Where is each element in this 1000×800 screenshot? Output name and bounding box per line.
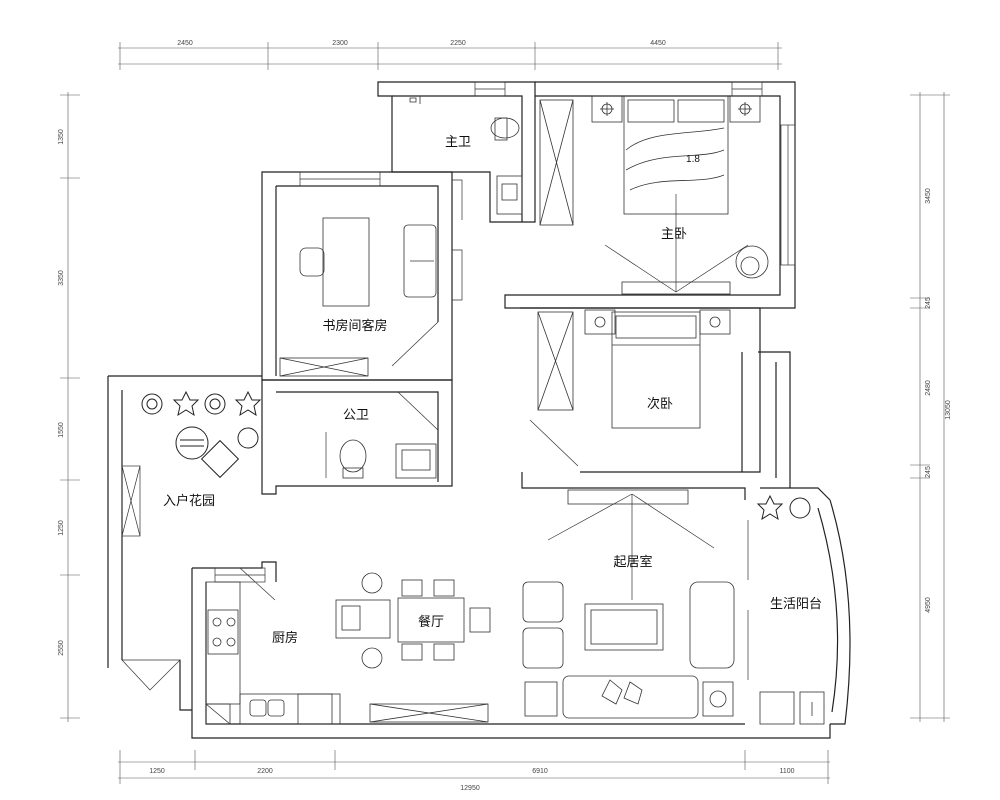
ottoman-icon xyxy=(522,581,564,623)
study-furniture xyxy=(299,217,437,307)
label-master-bath: 主卫 xyxy=(445,135,471,150)
bed-size-label: 1.8 xyxy=(686,154,700,165)
washer-icon xyxy=(759,691,795,725)
dim-top-1: 2450 xyxy=(177,40,193,47)
armchair-icon xyxy=(735,245,769,279)
dimension-text-right: 3450 245 2480 245 4950 13050 xyxy=(925,188,952,613)
dim-left-4: 1250 xyxy=(58,520,65,536)
wardrobes xyxy=(279,99,574,723)
desk-icon xyxy=(322,217,370,307)
public-bath-fixtures xyxy=(325,432,437,479)
dim-right-total: 13050 xyxy=(945,400,952,420)
dim-bottom-total: 12950 xyxy=(460,785,480,792)
sink-icon xyxy=(496,175,523,215)
coffee-table-icon xyxy=(584,603,664,651)
armchair-icon-2 xyxy=(689,581,735,669)
dimension-text-bottom: 1250 2200 6910 1100 12950 xyxy=(149,768,794,792)
stove-icon xyxy=(207,609,239,655)
label-master-bedroom: 主卧 xyxy=(661,227,687,242)
sofa-bed-icon xyxy=(403,224,437,298)
doors xyxy=(121,179,579,691)
windows xyxy=(121,81,796,583)
label-dining: 餐厅 xyxy=(418,614,444,630)
chair-icon xyxy=(299,247,325,277)
dimension-text-left: 1350 3350 1550 1250 2550 xyxy=(58,129,65,656)
dim-top-2: 2300 xyxy=(332,40,348,47)
nightstand-icon xyxy=(591,95,623,123)
dining-table-icon xyxy=(397,597,465,643)
dim-left-1: 1350 xyxy=(58,129,65,145)
dim-left-5: 2550 xyxy=(58,640,65,656)
dim-left-3: 1550 xyxy=(58,422,65,438)
label-second-bedroom: 次卧 xyxy=(647,396,673,412)
label-study: 书房间客房 xyxy=(322,318,387,334)
toilet-icon-2 xyxy=(339,439,367,473)
second-bedroom-furniture xyxy=(584,309,731,429)
water-heater-icon xyxy=(799,691,825,725)
dining-furniture xyxy=(335,572,491,669)
dimension-lines xyxy=(60,42,950,784)
sofa-icon xyxy=(562,675,699,719)
garden-plants xyxy=(141,390,811,521)
dim-left-2: 3350 xyxy=(58,270,65,286)
dim-bottom-2: 2200 xyxy=(257,768,273,775)
sink-icon-2 xyxy=(395,443,437,479)
phone-icon xyxy=(524,681,558,717)
island-sink-icon xyxy=(335,599,391,639)
dim-bottom-1: 1250 xyxy=(149,768,165,775)
dim-right-2: 245 xyxy=(925,297,932,309)
dim-bottom-3: 6910 xyxy=(532,768,548,775)
bed-icon-2 xyxy=(611,311,701,429)
label-public-bath: 公卫 xyxy=(343,408,369,423)
label-kitchen: 厨房 xyxy=(272,630,298,646)
dimension-text-top: 2450 2300 2250 4450 xyxy=(177,40,666,47)
room-labels: 主卫 主卧 书房间客房 公卫 次卧 入户花园 起居室 餐厅 厨房 生活阳台 xyxy=(163,135,822,646)
dim-right-4: 245 xyxy=(925,466,932,478)
walls xyxy=(107,81,851,739)
label-balcony: 生活阳台 xyxy=(770,597,822,612)
dim-top-4: 4450 xyxy=(650,40,666,47)
balcony-appliances xyxy=(747,520,825,725)
master-bath-fixtures xyxy=(409,96,523,215)
dim-right-1: 3450 xyxy=(925,188,932,204)
dim-top-3: 2250 xyxy=(450,40,466,47)
dim-right-3: 2480 xyxy=(925,380,932,396)
label-entry-garden: 入户花园 xyxy=(163,493,215,509)
kitchen-furniture xyxy=(205,581,341,725)
dim-right-5: 4950 xyxy=(925,597,932,613)
master-bed: 1.8 xyxy=(591,95,769,295)
plant-icon xyxy=(141,393,163,415)
dim-bottom-4: 1100 xyxy=(779,768,794,775)
label-living-room: 起居室 xyxy=(613,554,652,570)
lamp-icon xyxy=(702,681,734,717)
living-room-furniture xyxy=(522,489,735,719)
